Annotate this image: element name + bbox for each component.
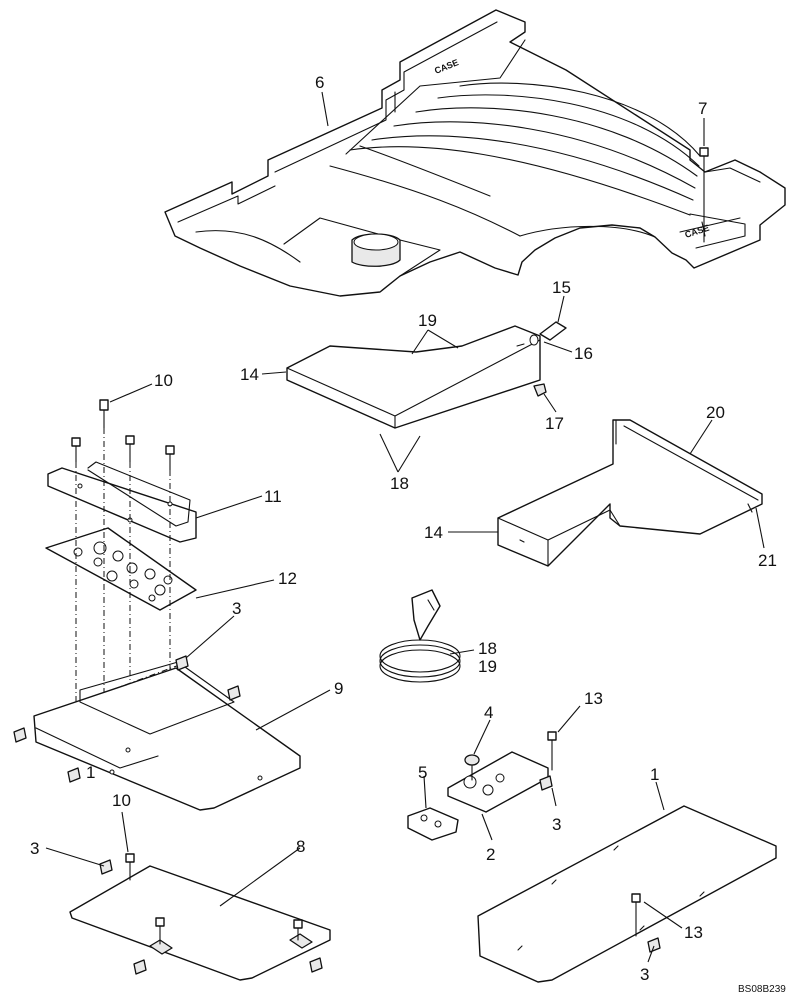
callout-3-lower: 3: [640, 965, 649, 984]
retainer-strip-11-part: [47, 461, 197, 543]
bolt-7-part: [699, 147, 709, 243]
perforated-pad-12-part: [45, 527, 197, 611]
callout-4: 4: [484, 703, 493, 722]
bolts-10-upper: [71, 399, 175, 471]
leader-lines: [45, 91, 765, 963]
callout-13-lower: 13: [684, 923, 703, 942]
small-cover-plate-2-part: [447, 731, 557, 813]
callout-19-coil: 19: [478, 657, 497, 676]
callout-18-top: 18: [390, 474, 409, 493]
callout-labels: 6 7 15 19 16 14 17 18 10 11 20 14 21 12 …: [30, 73, 777, 984]
callout-10-bottom: 10: [112, 791, 131, 810]
floor-plate-1-part: [477, 805, 777, 983]
callout-9: 9: [334, 679, 343, 698]
adhesive-tape-coil-part: [379, 589, 461, 683]
upper-insulation-pad-part: [286, 325, 541, 429]
callout-14-top: 14: [240, 365, 259, 384]
callout-1-bottom: 1: [650, 765, 659, 784]
callout-1-plate: 1: [86, 763, 95, 782]
callout-13-upper: 13: [584, 689, 603, 708]
callout-14-bottom: 14: [424, 523, 443, 542]
callout-17: 17: [545, 414, 564, 433]
callout-3-left: 3: [30, 839, 39, 858]
callout-11: 11: [264, 487, 282, 506]
callout-18-coil: 18: [478, 639, 497, 658]
callout-6: 6: [315, 73, 324, 92]
lower-insulation-pad-part: [497, 419, 763, 567]
callout-3-mid: 3: [552, 815, 561, 834]
grommet-block-5-part: [407, 807, 459, 841]
callout-20: 20: [706, 403, 725, 422]
callout-3-upper: 3: [232, 599, 241, 618]
floor-plate-8-part: [69, 853, 331, 981]
callout-7: 7: [698, 99, 707, 118]
floor-mat-part: CASE CASE: [164, 9, 786, 297]
callout-5: 5: [418, 763, 427, 782]
callout-8: 8: [296, 837, 305, 856]
callout-15: 15: [552, 278, 571, 297]
callout-16: 16: [574, 344, 593, 363]
callout-10-top: 10: [154, 371, 173, 390]
callout-19-top: 19: [418, 311, 437, 330]
callout-21: 21: [758, 551, 777, 570]
screw-15-washer-16-nut-17: [529, 321, 567, 397]
callout-2: 2: [486, 845, 495, 864]
callout-12: 12: [278, 569, 297, 588]
floor-plate-9-part: [13, 655, 301, 811]
drawing-code: BS08B239: [738, 984, 786, 995]
